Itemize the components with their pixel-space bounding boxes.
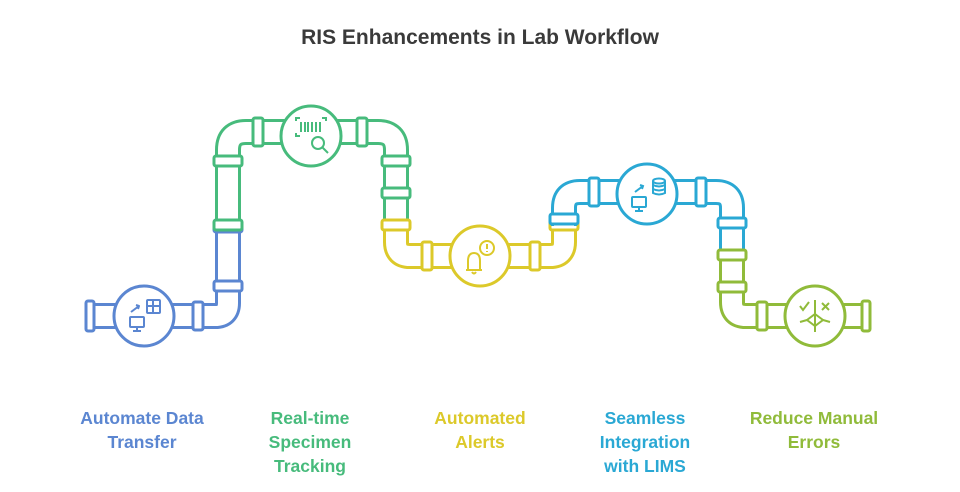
step-label-line: with LIMS [604, 456, 686, 476]
alert-bell-icon [466, 240, 495, 275]
node-lims-integration [615, 162, 679, 226]
pipe-segment-specimen-tracking [212, 104, 412, 232]
pipe-segment-automated-alerts [380, 218, 580, 288]
database-sync-icon [631, 177, 666, 212]
diagram-title: RIS Enhancements in Lab Workflow [301, 26, 659, 49]
pipe-segment-reduce-errors [716, 248, 872, 348]
step-label-specimen-tracking: Real-time Specimen Tracking [225, 406, 395, 478]
step-label-line: Specimen [268, 432, 352, 452]
step-label-line: Alerts [455, 432, 505, 452]
step-label-reduce-errors: Reduce Manual Errors [729, 406, 899, 454]
step-label-line: Transfer [107, 432, 177, 452]
step-label-line: Errors [787, 432, 841, 452]
step-label-automated-alerts: Automated Alerts [395, 406, 565, 454]
step-label-line: Tracking [274, 456, 346, 476]
data-transfer-icon [129, 299, 161, 332]
step-label-line: Automated [434, 408, 526, 428]
step-label-line: Integration [599, 432, 691, 452]
barcode-search-icon [295, 117, 329, 154]
step-label-line: Automate Data [80, 408, 204, 428]
step-label-line: Seamless [604, 408, 686, 428]
step-label-lims-integration: Seamless Integration with LIMS [560, 406, 730, 478]
pipe-segment-lims-integration [548, 162, 748, 252]
error-check-icon [799, 300, 831, 332]
step-label-automate-data-transfer: Automate Data Transfer [57, 406, 227, 454]
step-label-line: Real-time [270, 408, 350, 428]
step-label-line: Reduce Manual [749, 408, 879, 428]
node-automate-data-transfer [112, 284, 176, 348]
node-specimen-tracking [279, 104, 343, 168]
pipe-segment-automate-data-transfer [84, 220, 244, 348]
